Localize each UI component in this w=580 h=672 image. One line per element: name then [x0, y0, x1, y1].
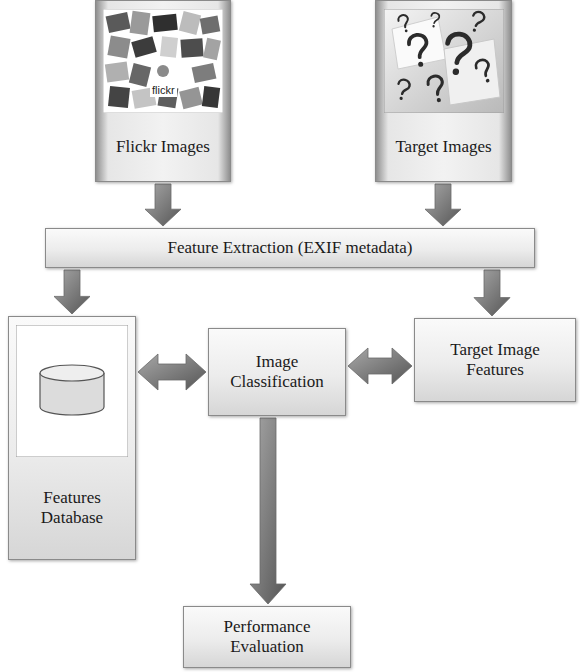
text-area: Target Images [376, 113, 511, 181]
data-box: Target Image Features [414, 318, 576, 402]
database-cylinder [16, 325, 128, 457]
block-arrow [138, 354, 206, 390]
node-text: Performance Evaluation [192, 617, 342, 658]
logo-text: flickr [150, 84, 177, 97]
node-text: Flickr Images [116, 137, 210, 157]
text-area: Target Image Features [415, 319, 575, 401]
block-arrow [348, 348, 412, 384]
process-box: Feature Extraction (EXIF metadata) [45, 228, 535, 268]
node-text: Image Classification [217, 352, 337, 393]
text-area: Image Classification [209, 329, 345, 415]
node-text: Features Database [17, 488, 127, 529]
block-arrow [250, 418, 286, 604]
database-box: Features Database [8, 316, 136, 560]
picture-frame [9, 317, 135, 457]
node-text: Feature Extraction (EXIF metadata) [168, 238, 413, 258]
question-marks-picture [384, 9, 504, 113]
block-arrow [425, 184, 461, 226]
process-box: Performance Evaluation [183, 606, 351, 668]
text-area: Feature Extraction (EXIF metadata) [46, 229, 534, 267]
text-area: Flickr Images [96, 113, 230, 181]
node-text: Target Images [395, 137, 491, 157]
text-area: Performance Evaluation [184, 607, 350, 667]
photo-collage [103, 9, 223, 113]
block-arrow [474, 270, 510, 316]
node-text: Target Image Features [423, 340, 567, 381]
process-box: Image Classification [208, 328, 346, 416]
block-arrow [54, 270, 90, 314]
image-source-box: Target Images [375, 0, 512, 182]
text-area: Features Database [9, 457, 135, 559]
block-arrow [145, 184, 181, 226]
picture-frame [376, 1, 511, 113]
